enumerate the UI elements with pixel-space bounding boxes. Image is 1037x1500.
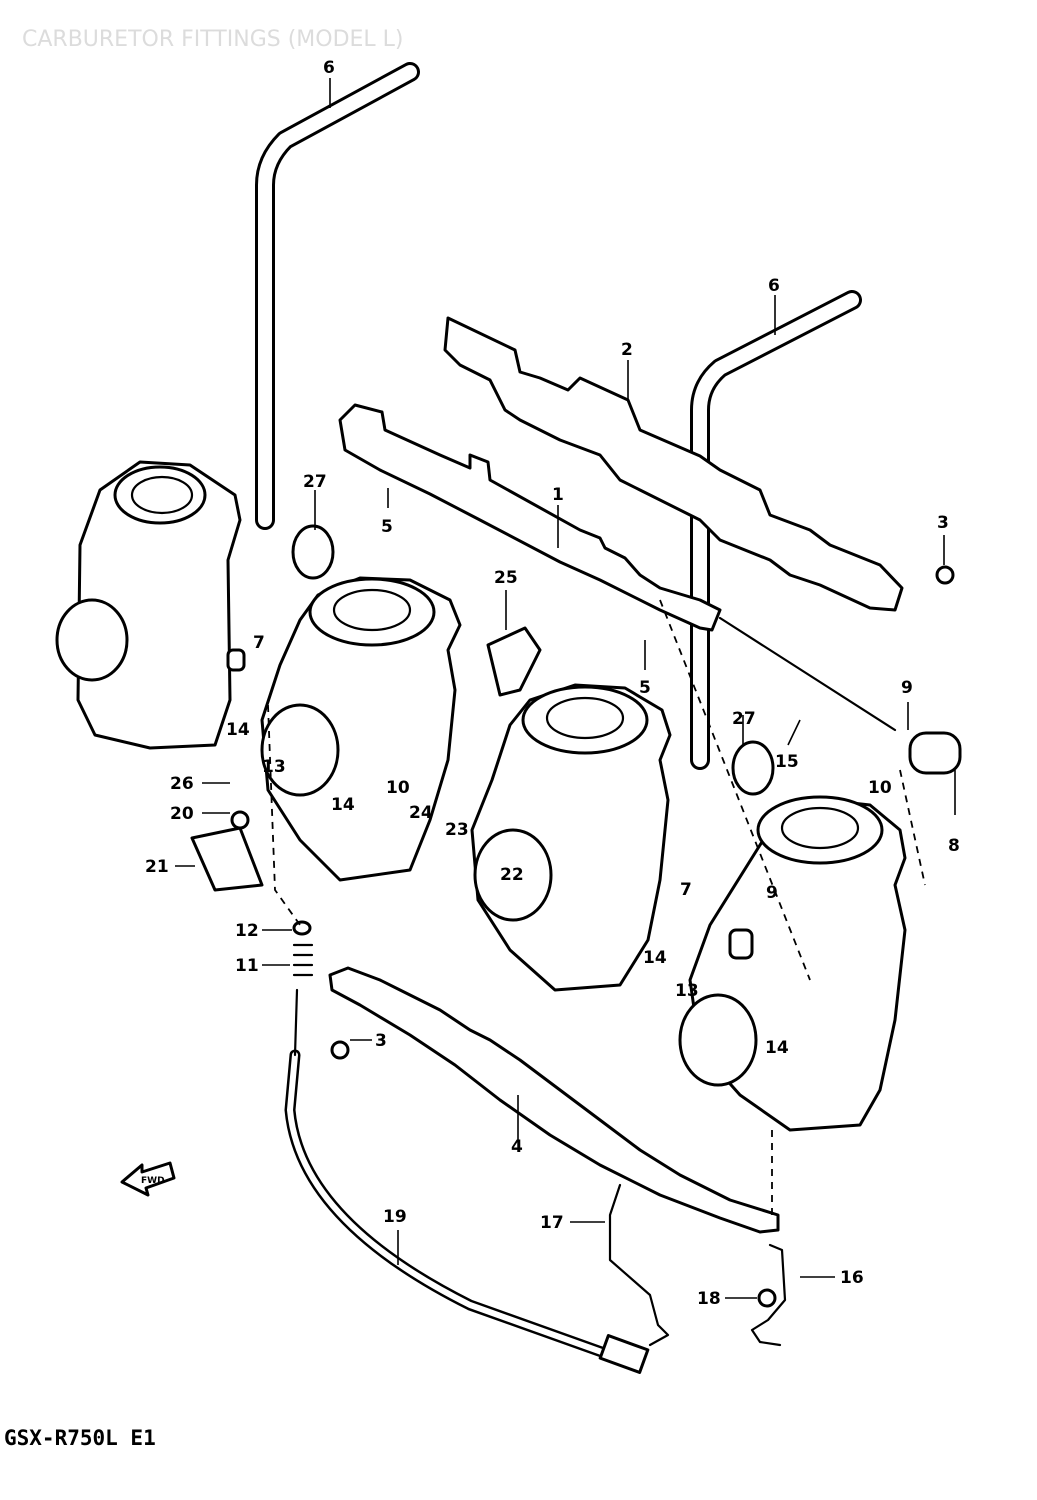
vent-hose-left (255, 62, 420, 530)
callout-6b: 6 (768, 276, 780, 296)
callout-19: 19 (383, 1207, 407, 1227)
callout-10a: 10 (386, 778, 410, 798)
callout-12: 12 (235, 921, 259, 941)
callout-27b: 27 (732, 709, 756, 729)
callout-13a: 13 (262, 757, 286, 777)
svg-text:FWD: FWD (141, 1176, 165, 1186)
alignment-line-a (267, 704, 301, 926)
carburetor-3 (470, 683, 672, 992)
callout-25: 20 (170, 804, 194, 824)
callout-14b: 14 (331, 795, 355, 815)
callout-3a: 3 (937, 513, 949, 533)
callout-18: 18 (697, 1289, 721, 1309)
throttle-cable (284, 988, 650, 1374)
alignment-line-b (899, 769, 926, 886)
callout-labels: 6 6 2 1 3 27 5 25 7 5 9 14 27 15 10 13 1… (145, 58, 960, 1309)
callout-26: 21 (145, 857, 169, 877)
carburetor-1 (55, 460, 242, 750)
lower-plate (328, 966, 780, 1234)
vent-hose-right (690, 290, 862, 770)
return-spring (750, 1243, 787, 1347)
front-direction-arrow: FWD (120, 1161, 176, 1197)
callout-22: 24 (409, 803, 433, 823)
callout-9b: 9 (766, 883, 778, 903)
callout-5a: 5 (381, 517, 393, 537)
upper-plate (338, 403, 722, 632)
callout-6a: 6 (323, 58, 335, 78)
callout-24: 26 (170, 774, 194, 794)
callout-21: 23 (445, 820, 469, 840)
link-rod (608, 1183, 670, 1347)
callout-27a: 27 (303, 472, 327, 492)
callout-1: 1 (552, 485, 564, 505)
diagram-title: CARBURETOR FITTINGS (MODEL L) (22, 27, 404, 52)
callout-8: 8 (948, 836, 960, 856)
callout-3b: 3 (375, 1031, 387, 1051)
callout-10b: 10 (868, 778, 892, 798)
callout-2: 2 (621, 340, 633, 360)
callout-20: 22 (500, 865, 524, 885)
callout-9a: 9 (901, 678, 913, 698)
callout-15: 15 (775, 752, 799, 772)
callout-16: 16 (840, 1268, 864, 1288)
leader-lines (175, 78, 956, 1299)
callout-7a: 7 (253, 633, 265, 653)
callout-5b: 5 (639, 678, 651, 698)
callout-17: 17 (540, 1213, 564, 1233)
alignment-line-d (659, 599, 811, 981)
screw-18 (757, 1288, 777, 1308)
cable-end-fittings (292, 920, 314, 977)
callout-7b: 7 (680, 880, 692, 900)
callout-11: 11 (235, 956, 259, 976)
callout-14a: 14 (226, 720, 250, 740)
upper-bracket (443, 316, 904, 612)
model-code: GSX-R750L E1 (4, 1426, 156, 1450)
carburetor-4 (678, 795, 907, 1132)
callout-14d: 14 (765, 1038, 789, 1058)
callout-4: 4 (511, 1137, 523, 1157)
carburetor-2 (260, 576, 462, 882)
callout-13b: 13 (675, 981, 699, 1001)
callout-14c: 14 (643, 948, 667, 968)
throttle-shaft (718, 616, 897, 732)
callout-23: 25 (494, 568, 518, 588)
small-fittings (190, 524, 962, 1060)
